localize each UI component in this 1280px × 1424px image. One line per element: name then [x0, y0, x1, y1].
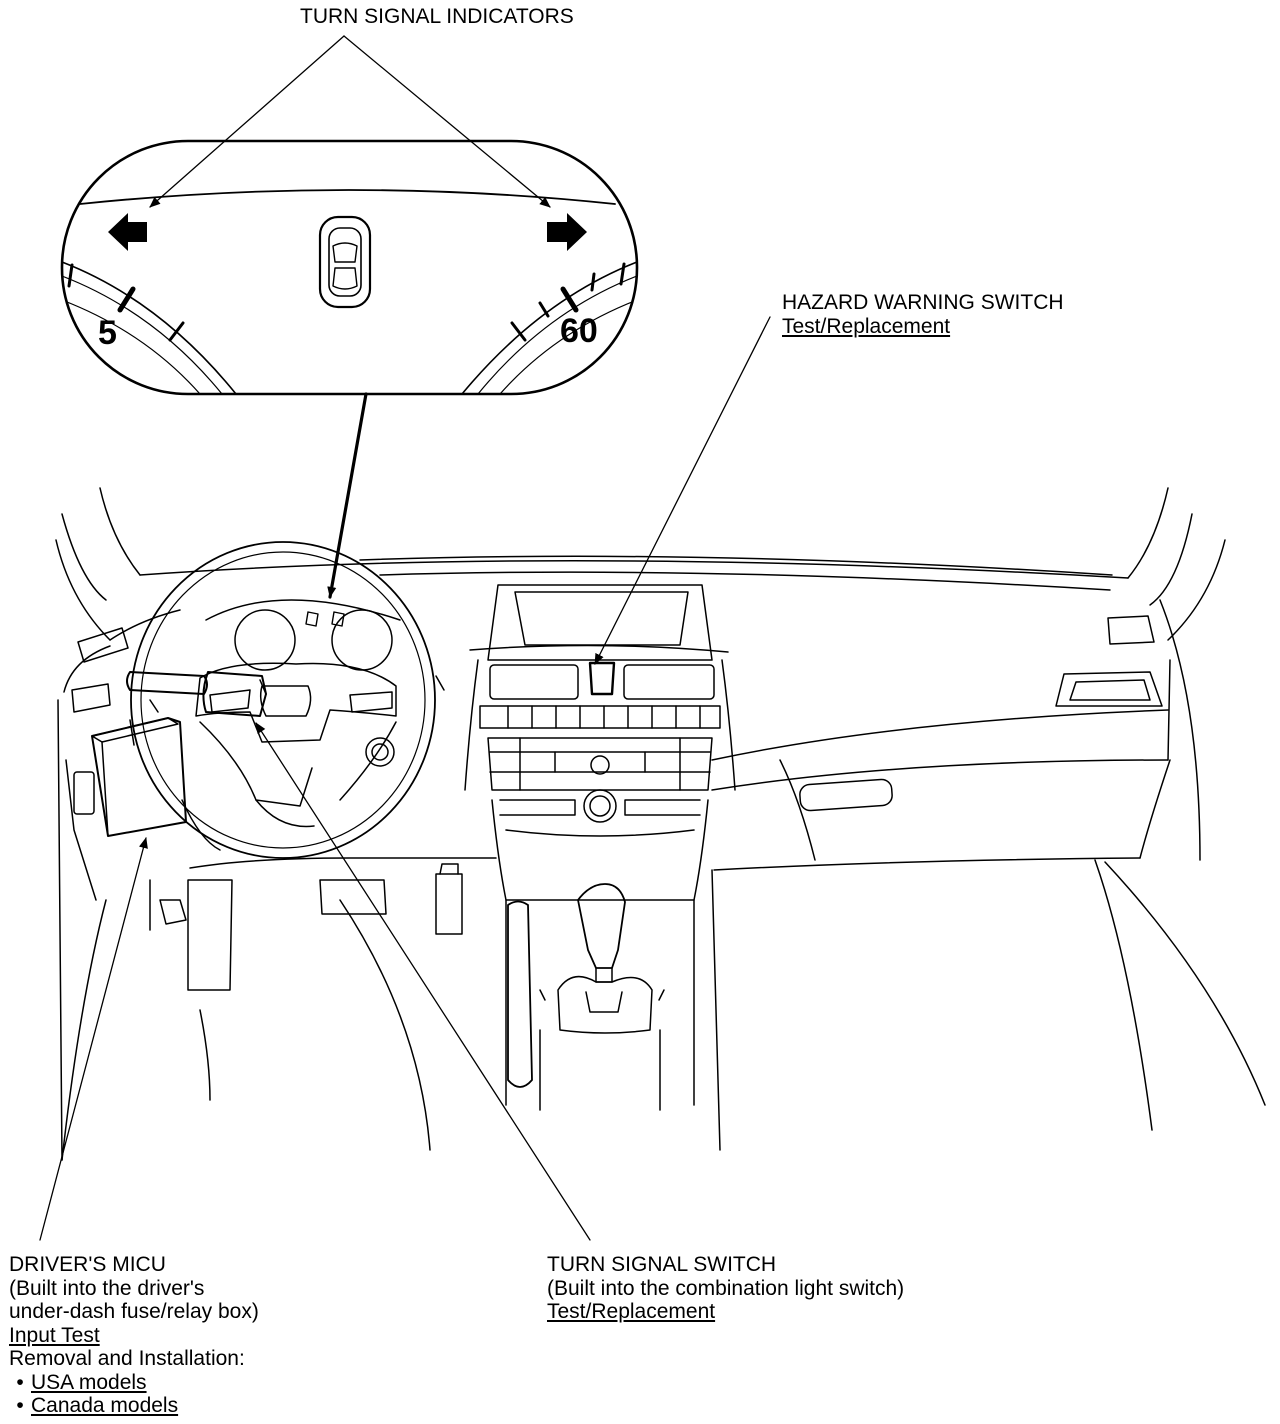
hazard-warning-switch-title: HAZARD WARNING SWITCH [782, 291, 1064, 314]
turn-signal-switch-test-link[interactable]: Test/Replacement [547, 1300, 716, 1323]
drivers-micu-note-2: under-dash fuse/relay box) [9, 1300, 259, 1323]
bullet-icon: • [16, 1370, 24, 1394]
bullet-icon: • [16, 1394, 24, 1417]
hazard-warning-switch-label: HAZARD WARNING SWITCH Test/Replacement [782, 291, 1064, 338]
usa-models-link[interactable]: USA models [31, 1370, 147, 1394]
canada-models-link[interactable]: Canada models [31, 1394, 179, 1417]
drivers-micu-note-1: (Built into the driver's [9, 1276, 205, 1300]
turn-signal-indicators-label: TURN SIGNAL INDICATORS [300, 5, 574, 29]
gauge-right-value: 60 [560, 312, 598, 350]
turn-signal-switch-title: TURN SIGNAL SWITCH [547, 1253, 777, 1276]
drivers-micu-label: DRIVER'S MICU (Built into the driver's u… [9, 1253, 259, 1418]
cluster-inset [60, 139, 639, 396]
drivers-micu-title: DRIVER'S MICU [9, 1253, 166, 1276]
drivers-micu-removal-heading: Removal and Installation: [9, 1347, 245, 1370]
drivers-micu-input-test-link[interactable]: Input Test [9, 1323, 100, 1347]
turn-signal-switch-note: (Built into the combination light switch… [547, 1276, 905, 1300]
car-top-icon [318, 215, 372, 309]
turn-signal-indicators-title: TURN SIGNAL INDICATORS [300, 5, 574, 28]
dashboard-illustration [55, 487, 1266, 1161]
arrow-right-icon [547, 213, 587, 251]
hazard-warning-switch-test-link[interactable]: Test/Replacement [782, 314, 951, 338]
arrow-left-icon [108, 213, 147, 251]
gauge-left-value: 5 [98, 314, 117, 352]
turn-signal-switch-label: TURN SIGNAL SWITCH (Built into the combi… [547, 1253, 904, 1324]
